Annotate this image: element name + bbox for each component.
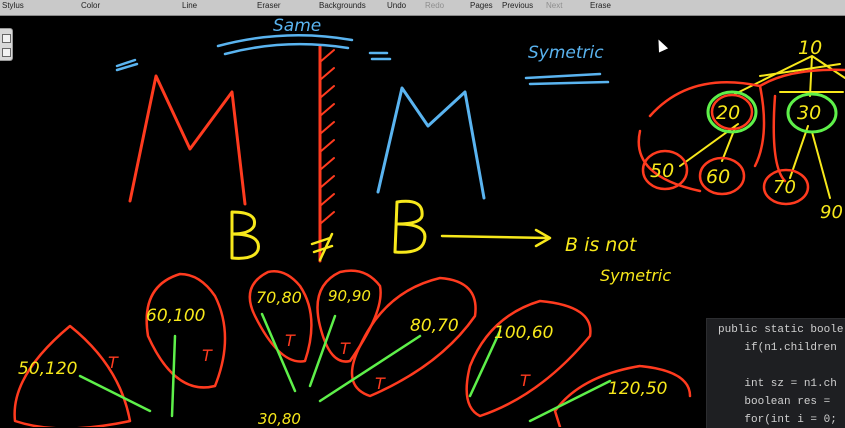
ink-balloon-3	[248, 270, 313, 363]
whiteboard-canvas[interactable]: Same Symetric B is not Symetric 10 20 30…	[0, 16, 845, 427]
ink-tree-edges	[679, 55, 845, 199]
tool-square-icon-2[interactable]	[2, 48, 11, 57]
ink-same-arc-2	[223, 42, 350, 56]
ink-letter-m-left	[128, 74, 247, 206]
ink-green-pointers	[78, 312, 612, 423]
ink-t-mark-3: T	[285, 331, 296, 350]
stylus-button[interactable]: Stylus	[2, 1, 24, 10]
ink-pair-120-50: 120,50	[608, 379, 667, 399]
ink-pair-60-100: 60,100	[146, 306, 205, 326]
ink-node-70	[762, 168, 810, 206]
ink-letter-b-left	[230, 210, 260, 260]
ink-symmetric-underline	[524, 72, 610, 86]
line-button[interactable]: Line	[182, 1, 198, 10]
ink-pair-90-90: 90,90	[328, 287, 371, 305]
ink-node-60	[698, 156, 746, 196]
ink-text-b-symmetric: Symetric	[600, 266, 671, 285]
ink-arrow-right	[440, 228, 552, 248]
ink-pair-100-60: 100,60	[494, 323, 553, 343]
next-button[interactable]: Next	[546, 1, 563, 10]
ink-not-equal-slash	[318, 232, 334, 262]
code-line-4: int sz = n1.ch	[718, 378, 837, 390]
ink-mirror-hatch	[319, 49, 335, 225]
ink-pair-80-70: 80,70	[410, 316, 459, 336]
ink-text-b-not: B is not	[565, 234, 638, 256]
code-line-1: public static boole	[718, 324, 844, 336]
ink-balloon-2	[145, 272, 227, 389]
previous-button[interactable]: Previous	[502, 1, 534, 10]
ink-node-20-green	[706, 90, 758, 134]
ink-letter-m-right	[376, 86, 486, 200]
erase-button[interactable]: Erase	[590, 1, 611, 10]
color-button[interactable]: Color	[81, 1, 101, 10]
ink-balloon-5	[350, 276, 477, 398]
ink-pair-30-80: 30,80	[258, 410, 301, 427]
ink-equal-left	[115, 58, 139, 72]
ink-balloon-6	[465, 299, 592, 418]
ink-tree-node-20: 20	[716, 102, 740, 124]
ink-tree-root: 10	[798, 37, 822, 59]
ink-pair-50-120: 50,120	[18, 359, 77, 379]
ink-text-symmetric: Symetric	[528, 43, 604, 63]
redo-button[interactable]: Redo	[425, 1, 445, 10]
code-line-6: for(int i = 0;	[718, 414, 837, 426]
ink-same-arc-1	[216, 33, 354, 48]
ink-tree-node-30: 30	[797, 102, 821, 124]
ink-tree-node-70: 70	[773, 177, 796, 198]
ink-tree-node-60: 60	[706, 166, 730, 188]
pages-button[interactable]: Pages	[470, 1, 493, 10]
ink-text-same: Same	[273, 16, 321, 36]
ink-balloon-1	[13, 324, 132, 427]
undo-button[interactable]: Undo	[387, 1, 407, 10]
ink-t-mark-1: T	[108, 353, 119, 372]
ink-node-50	[641, 149, 689, 191]
toolbar: Stylus Color Line Eraser Backgrounds Und…	[0, 0, 845, 16]
ink-t-mark-2: T	[202, 346, 213, 365]
ink-pair-70-80: 70,80	[256, 288, 302, 307]
ink-node-20-red	[710, 93, 754, 131]
code-line-2: if(n1.children	[718, 342, 837, 354]
ink-t-mark-5: T	[375, 374, 386, 393]
ink-balloon-4	[316, 269, 382, 363]
ink-equal-right	[368, 51, 392, 61]
ink-node-30	[786, 92, 838, 134]
ink-t-mark-6: T	[520, 371, 531, 390]
ink-tree-red-outline-2	[758, 68, 845, 183]
ink-not-equal	[310, 236, 334, 254]
code-line-5: boolean res =	[718, 396, 837, 408]
side-tool-panel[interactable]	[0, 28, 13, 61]
ink-letter-b-right	[393, 199, 427, 254]
backgrounds-button[interactable]: Backgrounds	[319, 1, 366, 10]
code-editor-panel[interactable]: public static boole if(n1.children int s…	[706, 318, 845, 428]
eraser-button[interactable]: Eraser	[257, 1, 281, 10]
ink-t-mark-4: T	[340, 339, 351, 358]
ink-tree-node-90: 90	[820, 202, 843, 223]
tool-square-icon[interactable]	[2, 34, 11, 43]
ink-tree-node-50: 50	[650, 160, 674, 182]
